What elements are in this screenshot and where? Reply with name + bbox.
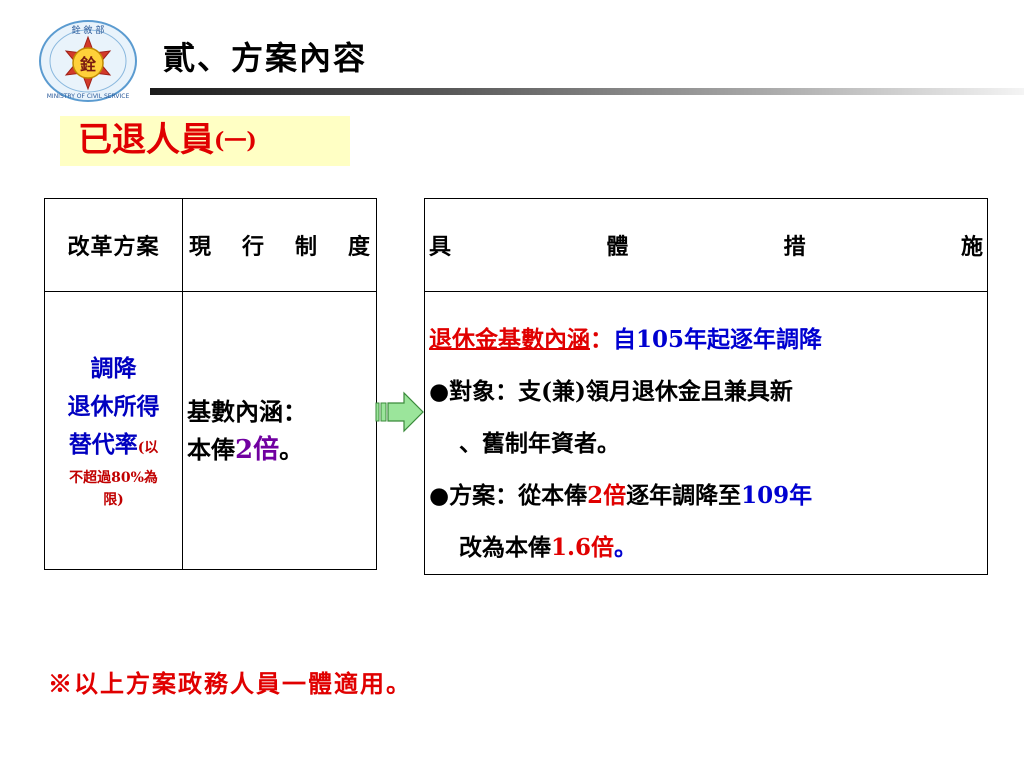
measures-bullet-2-cont-pre: 改為本俸: [459, 534, 551, 561]
measures-line-1: 退休金基數內涵：自105年起逐年調降: [429, 314, 981, 366]
current-line-2-post: 。: [279, 434, 304, 464]
header-measures: 具 體 措 施: [424, 198, 988, 292]
measures-bullet-2: ●方案：從本俸2倍逐年調降至109年: [429, 470, 981, 522]
base-content-colon: ：: [590, 326, 613, 353]
base-content-label: 退休金基數內涵: [429, 326, 590, 353]
table-header-row: 改革方案 現 行 制 度: [44, 198, 377, 292]
current-line-2-pre: 本俸: [187, 434, 235, 464]
base-content-value: 自105年起逐年調降: [613, 326, 823, 353]
current-cell: 基數內涵： 本俸2倍。: [182, 291, 377, 570]
reform-line-2: 退休所得: [67, 393, 160, 420]
table-row: 調降 退休所得 替代率(以 不超過80%為 限) 基數內涵： 本俸2倍。: [44, 291, 377, 570]
measures-bullet-2-pre: ●方案：從本俸: [429, 482, 588, 509]
footnote: ※以上方案政務人員一體適用。: [48, 669, 412, 698]
measures-bullet-2-red1: 2倍: [587, 482, 627, 509]
reform-small-1: (以: [137, 440, 159, 456]
measures-bullet-1-cont: 、舊制年資者。: [459, 430, 620, 457]
subtitle-paren: (一): [214, 128, 257, 154]
reform-line-1: 調降: [90, 355, 137, 382]
page-title: 貳、方案內容: [163, 39, 368, 77]
current-multiplier: 2倍: [235, 434, 280, 465]
table-row: 退休金基數內涵：自105年起逐年調降 ●對象：支(兼)領月退休金且兼具新 、舊制…: [424, 291, 988, 575]
current-system-table: 改革方案 現 行 制 度 調降 退休所得 替代率(以 不超過80%為 限) 基數…: [44, 198, 377, 570]
subtitle-main: 已退人員: [78, 120, 214, 160]
table-header-row: 具 體 措 施: [424, 198, 988, 292]
reform-cell: 調降 退休所得 替代率(以 不超過80%為 限): [44, 291, 183, 570]
logo-text-bottom: MINISTRY OF CIVIL SERVICE: [47, 93, 130, 100]
header-reform-plan: 改革方案: [44, 198, 183, 292]
subtitle-highlight: [60, 116, 350, 166]
ministry-logo: 銓 銓 敘 部 MINISTRY OF CIVIL SERVICE: [36, 18, 140, 104]
subtitle: 已退人員(一): [78, 118, 257, 163]
right-arrow-icon: [374, 390, 426, 434]
reform-small-2: 不超過80%為: [69, 470, 158, 486]
current-line-2: 本俸2倍。: [187, 431, 376, 469]
header-divider: [150, 88, 1024, 95]
measures-bullet-2-cont: 改為本俸1.6倍。: [429, 522, 981, 574]
reform-small-3: 限): [103, 492, 124, 508]
measures-bullet-2-end: 。: [614, 534, 638, 561]
measures-bullet-2-year: 109年: [741, 482, 813, 509]
logo-text-top: 銓 敘 部: [72, 24, 105, 36]
measures-table: 具 體 措 施 退休金基數內涵：自105年起逐年調降 ●對象：支(兼)領月退休金…: [424, 198, 988, 575]
current-line-1: 基數內涵：: [187, 396, 307, 426]
measures-bullet-2-red2: 1.6倍: [551, 534, 615, 561]
header-current-system: 現 行 制 度: [182, 198, 377, 292]
measures-bullet-2-mid: 逐年調降至: [626, 482, 742, 509]
reform-line-3-text: 替代率: [68, 431, 138, 458]
measures-cell: 退休金基數內涵：自105年起逐年調降 ●對象：支(兼)領月退休金且兼具新 、舊制…: [424, 291, 988, 575]
reform-line-3: 替代率(以: [45, 426, 182, 467]
measures-bullet-1: ●對象：支(兼)領月退休金且兼具新: [429, 378, 793, 405]
logo-char: 銓: [80, 55, 96, 74]
